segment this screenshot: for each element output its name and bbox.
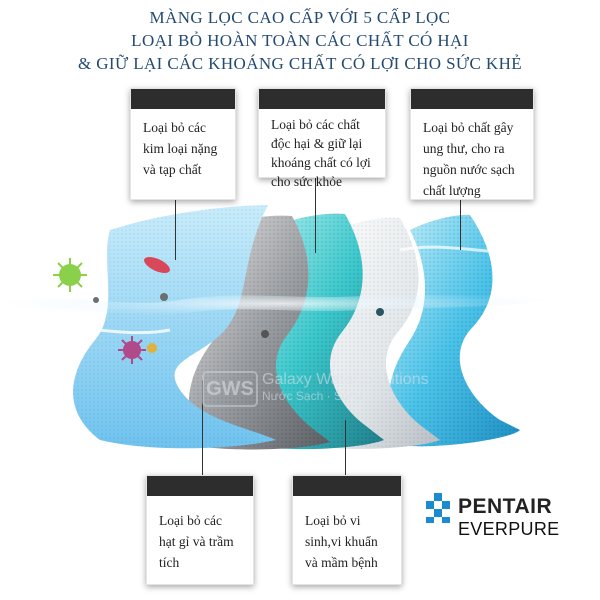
connector-line-3 bbox=[460, 200, 461, 250]
watermark-badge: GWS bbox=[202, 371, 258, 407]
callout-text: Loại bỏ các hạt gỉ và trầm tích bbox=[159, 513, 234, 570]
logo-subbrand: EVERPURE bbox=[458, 519, 560, 539]
virus-icon bbox=[118, 336, 146, 364]
callout-text: Loại bỏ chất gây ung thư, cho ra nguồn n… bbox=[423, 120, 515, 198]
particle-icon bbox=[147, 343, 157, 353]
callout-card-heavy-metals: Loại bỏ các kim loại nặng và tạp chất bbox=[130, 88, 236, 200]
callout-text: Loại bỏ các chất độc hại & giữ lại khoán… bbox=[271, 117, 371, 189]
callout-card-toxins: Loại bỏ các chất độc hại & giữ lại khoán… bbox=[258, 88, 386, 189]
logo-brand: PENTAIR bbox=[458, 495, 553, 518]
callout-card-carcinogens: Loại bỏ chất gây ung thư, cho ra nguồn n… bbox=[410, 88, 534, 200]
watermark-line-2: Nước Sạch · Sống Khỏe bbox=[262, 389, 394, 403]
germ-icon bbox=[144, 256, 170, 274]
callout-card-microbes: Loại bỏ vi sinh,vi khuẩn và mầm bệnh bbox=[292, 475, 402, 585]
connector-line-1 bbox=[175, 200, 176, 260]
card-header-bar bbox=[131, 89, 235, 109]
headline-line-3: & GIỮ LẠI CÁC KHOÁNG CHẤT CÓ LỢI CHO SỨC… bbox=[77, 54, 523, 73]
headline-line-1: MÀNG LỌC CAO CẤP VỚI 5 CẤP LỌC bbox=[149, 8, 451, 27]
card-header-bar bbox=[411, 89, 533, 109]
pentair-everpure-logo: PENTAIR EVERPURE bbox=[420, 487, 595, 547]
card-header-bar bbox=[259, 89, 385, 109]
callout-card-sediment: Loại bỏ các hạt gỉ và trầm tích bbox=[146, 475, 254, 585]
card-header-bar bbox=[147, 476, 253, 496]
callout-text: Loại bỏ vi sinh,vi khuẩn và mầm bệnh bbox=[305, 513, 378, 570]
connector-line-4 bbox=[202, 380, 203, 475]
connector-line-2 bbox=[315, 178, 316, 253]
watermark-line-1: Galaxy Water Solutions bbox=[262, 371, 429, 388]
pentair-logo-icon bbox=[426, 493, 450, 523]
connector-line-5 bbox=[345, 420, 346, 475]
callout-text: Loại bỏ các kim loại nặng và tạp chất bbox=[143, 120, 218, 177]
card-header-bar bbox=[293, 476, 401, 496]
headline-line-2: LOẠI BỎ HOÀN TOÀN CÁC CHẤT CÓ HẠI bbox=[131, 31, 469, 50]
bacteria-icon bbox=[53, 258, 87, 292]
watermark: GWS Galaxy Water Solutions Nước Sạch · S… bbox=[202, 369, 462, 409]
